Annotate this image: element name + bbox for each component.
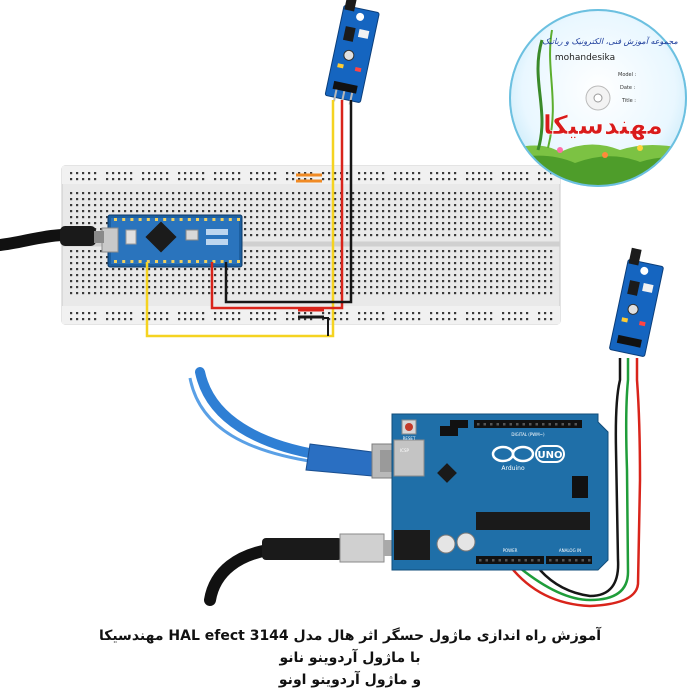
hall-sensor-module-right (609, 247, 664, 357)
uno-brand-text: UNO (538, 450, 563, 461)
uno-reset-label: RESET (403, 436, 416, 441)
uno-digital-label: DIGITAL (PWM~) (511, 432, 545, 437)
cd-field-model: Model : (618, 72, 637, 78)
nano-pin-header-top (114, 218, 240, 221)
uno-usb-port (393, 439, 425, 477)
sensor2-wires (509, 358, 642, 608)
nano-usb-cable (0, 226, 104, 251)
hall-sensor-module-top (324, 0, 380, 105)
nano-pin-header-bottom (114, 260, 240, 263)
uno-analog-label: ANALOG IN (559, 548, 581, 553)
caption-line-2: با ماژول آردوینو نانو (279, 650, 421, 666)
breadboard (61, 165, 561, 325)
uno-icsp-label: ICSP (400, 448, 410, 453)
nano-reset-button (185, 229, 199, 241)
uno-mcu-chip (476, 512, 590, 530)
nano-usb-port (101, 227, 119, 253)
cd-field-date: Date : (620, 85, 636, 91)
caption-line-3: و ماژول آردوینو اونو (278, 672, 422, 688)
nano-mcu-chip (145, 221, 177, 253)
dc-power-cable (204, 533, 398, 606)
uno-power-header (476, 556, 544, 564)
uno-digital-header (474, 420, 582, 428)
breadboard-holes (70, 172, 553, 321)
usb-b-cable (188, 367, 411, 479)
breadboard-jumpers (296, 173, 324, 319)
uno-power-jack (394, 530, 430, 560)
cd-disc: مجموعه آموزش فنی، الکترونیک و رباتیک moh… (509, 9, 687, 187)
uno-maker-text: Arduino (501, 465, 525, 472)
uno-power-label: POWER (503, 548, 518, 553)
uno-header-pins (477, 423, 591, 562)
cd-arc-text: مجموعه آموزش فنی، الکترونیک و رباتیک (542, 36, 678, 46)
cd-brand: mohandesika (555, 53, 615, 63)
arduino-uno: UNO Arduino RESET ICSP DIGITAL (PWM~) PO… (391, 413, 609, 571)
cd-field-title: Title : (621, 98, 636, 104)
arduino-nano (101, 214, 243, 268)
cd-logo-text: مهندسیکا (543, 111, 663, 141)
sensor1-wires (145, 100, 353, 338)
caption-line-1: آموزش راه اندازی ماژول حسگر اثر هال مدل … (98, 628, 602, 644)
